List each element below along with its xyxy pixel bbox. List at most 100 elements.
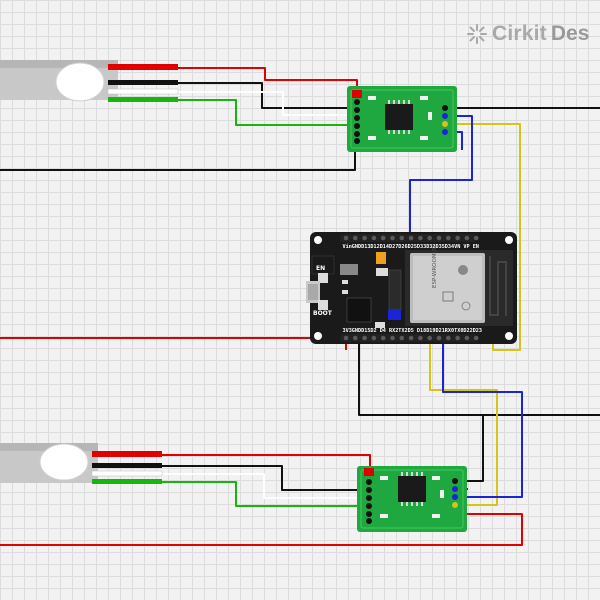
wire-yellow-bottom bbox=[429, 338, 498, 506]
wire-white-bottom-loadcell bbox=[95, 473, 368, 499]
brand-suffix: Des bbox=[550, 22, 590, 45]
hx711-bottom-left-pins bbox=[364, 468, 374, 524]
brand-name: Cirkit bbox=[492, 22, 547, 45]
esp32-top-label-d25: D25 bbox=[408, 244, 417, 250]
esp32-bottom-pin-d15[interactable] bbox=[362, 335, 367, 341]
power-led bbox=[376, 252, 386, 264]
hx711-top-right-pins bbox=[442, 105, 448, 135]
esp32-bottom-label-gnd: GND bbox=[352, 328, 361, 334]
esp32-bottom-pin-d22[interactable] bbox=[464, 335, 470, 341]
esp32-top-label-en: EN bbox=[473, 244, 479, 250]
esp32-top-pin-d14[interactable] bbox=[380, 235, 386, 241]
cirkit-logo-icon bbox=[467, 24, 487, 44]
esp32-top-pin-vp[interactable] bbox=[464, 235, 470, 241]
esp32-board[interactable]: ESP-WROOM-32 EN BOOT bbox=[306, 232, 517, 344]
esp32-top-pin-en[interactable] bbox=[473, 235, 479, 241]
wire-green-bottom-loadcell bbox=[95, 481, 368, 507]
esp32-top-label-d32: D32 bbox=[426, 244, 435, 250]
esp32-bottom-pin-d19[interactable] bbox=[427, 335, 433, 341]
esp32-top-label-d26: D26 bbox=[398, 244, 407, 250]
esp32-bottom-label-d23: D23 bbox=[473, 328, 482, 334]
usb-uart-chip bbox=[346, 297, 372, 323]
esp32-top-pin-d12[interactable] bbox=[371, 235, 377, 241]
esp32-bottom-pin-d5[interactable] bbox=[408, 335, 414, 341]
esp32-bottom-pin-d4[interactable] bbox=[380, 335, 386, 341]
wire-black-top-loadcell bbox=[110, 82, 355, 109]
esp32-bottom-pin-d18[interactable] bbox=[418, 335, 423, 341]
esp32-top-label-vn: VN bbox=[454, 244, 460, 250]
esp32-bottom-label-d22: D22 bbox=[463, 328, 472, 334]
esp32-bottom-pin-rx2[interactable] bbox=[390, 335, 395, 341]
hx711-top-left-pins bbox=[352, 90, 362, 144]
esp32-bottom-label-d19: D19 bbox=[426, 328, 435, 334]
wire-green-top-loadcell bbox=[110, 99, 355, 126]
esp32-bottom-pin-d23[interactable] bbox=[473, 335, 479, 341]
esp32-top-label-d27: D27 bbox=[389, 244, 398, 250]
esp32-bottom-pin-gnd[interactable] bbox=[353, 335, 358, 341]
esp32-top-label-vp: VP bbox=[463, 244, 469, 250]
esp32-bottom-pin-tx2[interactable] bbox=[399, 335, 405, 341]
hx711-chip-top bbox=[385, 104, 413, 130]
esp32-bottom-pin-d21[interactable] bbox=[436, 335, 442, 341]
esp32-top-pin-d32[interactable] bbox=[427, 235, 433, 241]
esp32-bottom-label-d18: D18 bbox=[417, 328, 426, 334]
esp32-top-pin-d27[interactable] bbox=[390, 235, 395, 241]
hx711-board-top[interactable] bbox=[347, 86, 457, 152]
hx711-chip-bottom bbox=[398, 476, 426, 502]
esp32-bottom-pin-d2[interactable] bbox=[371, 335, 377, 341]
esp32-top-label-d33: D33 bbox=[417, 244, 426, 250]
esp32-top-label-d35: D35 bbox=[436, 244, 445, 250]
boot-button-label: BOOT bbox=[313, 310, 333, 317]
esp32-top-pin-dots bbox=[343, 235, 479, 241]
esp32-top-label-gnd: GND bbox=[352, 244, 361, 250]
esp32-module-label: ESP-WROOM-32 bbox=[432, 244, 438, 288]
esp32-bottom-pin-rx0[interactable] bbox=[446, 335, 451, 341]
wire-black-bottom-loadcell bbox=[95, 465, 368, 491]
wire-black-left-top bbox=[0, 140, 356, 171]
wire-black-esp-gnd bbox=[358, 338, 600, 416]
esp32-top-label-d12: D12 bbox=[370, 244, 379, 250]
en-button[interactable] bbox=[318, 273, 328, 283]
wire-red-top-loadcell bbox=[110, 67, 358, 92]
esp32-bottom-label-d21: D21 bbox=[436, 328, 445, 334]
esp32-top-pin-vn[interactable] bbox=[455, 235, 460, 241]
esp32-top-pin-d25[interactable] bbox=[408, 235, 414, 241]
esp32-bottom-label-rx0: RX0 bbox=[445, 328, 454, 334]
hx711-board-bottom[interactable] bbox=[357, 466, 467, 532]
boot-button[interactable] bbox=[318, 300, 328, 310]
esp32-top-pin-d13[interactable] bbox=[362, 235, 367, 241]
esp32-bottom-label-d15: D15 bbox=[361, 328, 370, 334]
esp32-top-pin-vin[interactable] bbox=[343, 235, 349, 241]
esp32-bottom-label-tx2: TX2 bbox=[398, 328, 407, 334]
hx711-bottom-right-pins bbox=[452, 478, 458, 508]
cirkit-brand: Cirkit Des bbox=[466, 22, 589, 46]
esp32-top-label-d14: D14 bbox=[380, 244, 389, 250]
wire-blue-top-a bbox=[409, 115, 473, 238]
esp32-bottom-header bbox=[340, 334, 475, 342]
esp32-bottom-pin-3v3[interactable] bbox=[343, 335, 349, 341]
espressif-logo-icon bbox=[458, 265, 468, 275]
esp32-bottom-pin-dots bbox=[343, 335, 479, 341]
load-cell-bottom[interactable] bbox=[0, 443, 163, 484]
esp32-bottom-label-d4: D4 bbox=[380, 328, 386, 334]
esp32-top-pin-d35[interactable] bbox=[436, 235, 442, 241]
esp32-top-header bbox=[340, 234, 475, 242]
esp32-bottom-label-tx0: TX0 bbox=[454, 328, 463, 334]
wire-yellow-top bbox=[445, 123, 521, 351]
wire-blue-bottom-a bbox=[442, 338, 523, 498]
esp32-top-label-vin: Vin bbox=[343, 244, 352, 250]
wire-red-left-bottom bbox=[0, 513, 523, 546]
esp32-top-pin-gnd[interactable] bbox=[353, 235, 358, 241]
esp32-top-pin-d26[interactable] bbox=[399, 235, 405, 241]
esp32-bottom-label-d5: D5 bbox=[408, 328, 414, 334]
esp32-bottom-label-d2: D2 bbox=[370, 328, 376, 334]
en-button-label: EN bbox=[316, 265, 325, 272]
load-cell-top[interactable] bbox=[0, 60, 179, 102]
wires bbox=[0, 67, 600, 546]
esp32-top-pin-d34[interactable] bbox=[446, 235, 451, 241]
wire-white-top-loadcell bbox=[110, 91, 355, 116]
esp32-top-pin-d33[interactable] bbox=[418, 235, 423, 241]
esp32-bottom-pin-tx0[interactable] bbox=[455, 335, 460, 341]
